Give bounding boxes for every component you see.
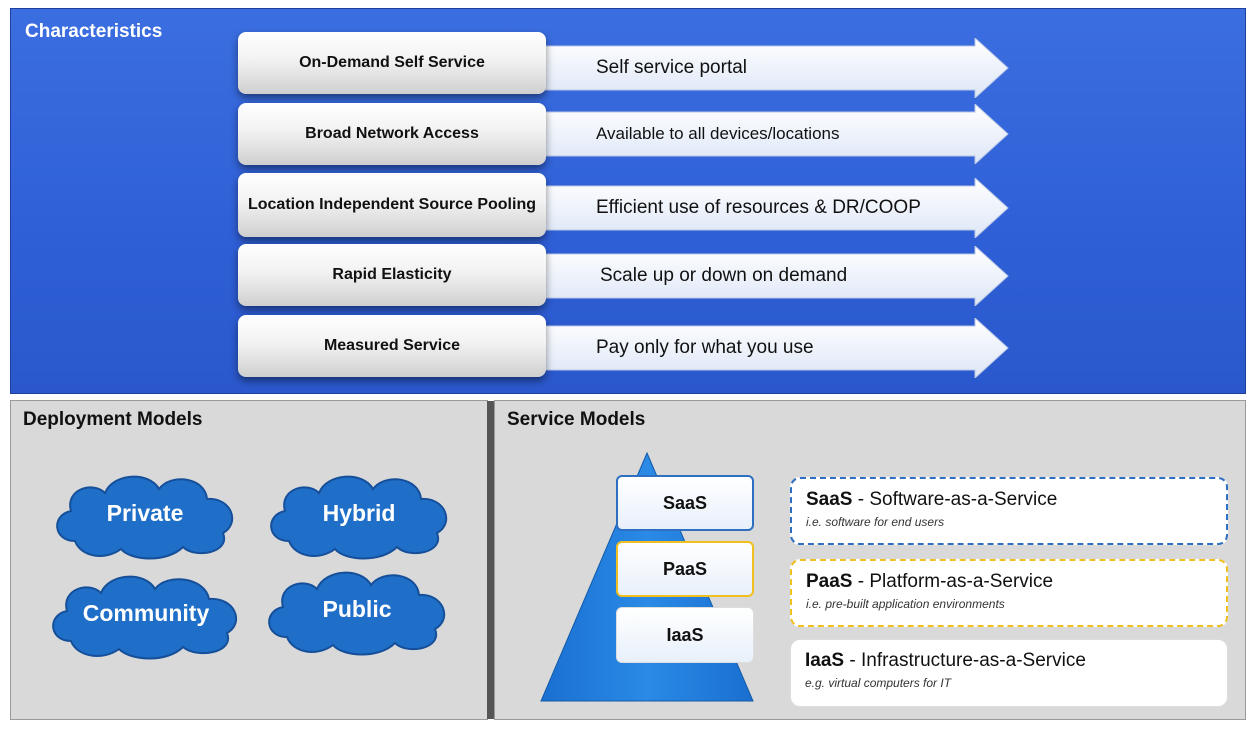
cloud-label-public: Public	[322, 595, 392, 622]
arrow-shape	[540, 246, 1009, 306]
cloud-label-hybrid: Hybrid	[322, 499, 396, 526]
panel-shadow	[487, 401, 495, 719]
cloud-icon	[270, 475, 448, 560]
arrow-shape	[540, 178, 1009, 238]
desc-saas-title: SaaS - Software-as-a-Service	[806, 489, 1058, 510]
characteristic-box-5: Measured Service	[238, 315, 546, 377]
desc-iaas-title: IaaS - Infrastructure-as-a-Service	[805, 650, 1086, 671]
arrow-shape	[540, 104, 1009, 164]
characteristic-arrow-5: Pay only for what you use	[540, 318, 1010, 378]
characteristic-arrow-1: Self service portal	[540, 38, 1010, 98]
characteristic-box-4: Rapid Elasticity	[238, 244, 546, 306]
characteristic-box-3: Location Independent Source Pooling	[238, 173, 546, 237]
tier-saas: SaaS	[616, 475, 754, 531]
cloud-icon	[52, 575, 238, 660]
cloud-icon	[56, 475, 234, 560]
deployment-title: Deployment Models	[23, 409, 203, 430]
cloud-community: Community	[41, 563, 251, 663]
characteristic-arrow-2: Available to all devices/locations	[540, 104, 1010, 164]
characteristics-title: Characteristics	[25, 21, 163, 42]
cloud-label-community: Community	[82, 599, 210, 626]
characteristic-desc-5: Pay only for what you use	[596, 337, 814, 358]
service-title: Service Models	[507, 409, 646, 430]
desc-paas: PaaS - Platform-as-a-Service i.e. pre-bu…	[790, 559, 1228, 627]
cloud-hybrid: Hybrid	[259, 463, 459, 563]
characteristic-box-1: On-Demand Self Service	[238, 32, 546, 94]
arrow-shape	[540, 38, 1009, 98]
cloud-public: Public	[257, 559, 457, 659]
desc-iaas-sub: e.g. virtual computers for IT	[805, 676, 952, 690]
desc-saas-sub: i.e. software for end users	[806, 515, 945, 529]
characteristic-arrow-4: Scale up or down on demand	[540, 246, 1010, 306]
desc-saas: SaaS - Software-as-a-Service i.e. softwa…	[790, 477, 1228, 545]
tier-paas: PaaS	[616, 541, 754, 597]
arrow-shape	[540, 318, 1009, 378]
desc-paas-sub: i.e. pre-built application environments	[806, 597, 1005, 611]
characteristic-desc-3: Efficient use of resources & DR/COOP	[596, 197, 921, 218]
service-panel: Service Models SaaS PaaS IaaS SaaS - Sof…	[494, 400, 1246, 720]
deployment-panel: Deployment Models Private Hybrid Communi…	[10, 400, 495, 720]
desc-paas-title: PaaS - Platform-as-a-Service	[806, 571, 1054, 592]
cloud-label-private: Private	[106, 499, 184, 526]
desc-iaas: IaaS - Infrastructure-as-a-Service e.g. …	[790, 639, 1228, 707]
characteristic-arrow-3: Efficient use of resources & DR/COOP	[540, 178, 1010, 238]
characteristic-box-2: Broad Network Access	[238, 103, 546, 165]
characteristic-desc-4: Scale up or down on demand	[600, 265, 848, 286]
tier-iaas: IaaS	[616, 607, 754, 663]
cloud-icon	[268, 571, 446, 656]
characteristic-desc-1: Self service portal	[596, 57, 748, 78]
characteristic-desc-2: Available to all devices/locations	[596, 124, 840, 143]
cloud-private: Private	[45, 463, 245, 563]
